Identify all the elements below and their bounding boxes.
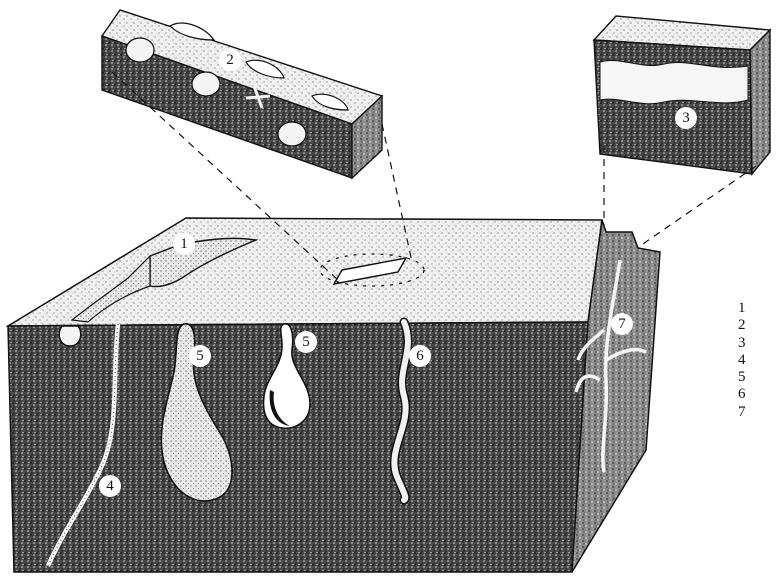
svg-text:7: 7 xyxy=(618,316,626,332)
callout-2: 2 xyxy=(219,49,241,71)
inset-surface-cavities xyxy=(102,10,382,178)
inset-crust-block xyxy=(594,16,770,174)
legend: 1 2 3 4 5 6 7 xyxy=(738,300,768,421)
callout-7: 7 xyxy=(611,313,633,335)
main-soil-block xyxy=(8,218,660,572)
legend-item: 1 xyxy=(738,300,768,317)
svg-text:2: 2 xyxy=(226,52,234,68)
callout-4: 4 xyxy=(99,475,121,497)
svg-text:5: 5 xyxy=(196,348,204,364)
callout-5-right: 5 xyxy=(295,331,317,353)
callout-5-left: 5 xyxy=(189,345,211,367)
legend-item: 6 xyxy=(738,386,768,403)
block-front-face xyxy=(8,322,588,572)
svg-text:3: 3 xyxy=(682,110,690,126)
legend-item: 3 xyxy=(738,335,768,352)
legend-item: 4 xyxy=(738,352,768,369)
legend-item: 2 xyxy=(738,317,768,334)
callout-6: 6 xyxy=(409,345,431,367)
svg-text:1: 1 xyxy=(180,236,188,252)
svg-text:6: 6 xyxy=(416,348,424,364)
svg-text:5: 5 xyxy=(302,334,310,350)
svg-text:4: 4 xyxy=(106,478,114,494)
legend-item: 7 xyxy=(738,404,768,421)
legend-item: 5 xyxy=(738,369,768,386)
callout-3: 3 xyxy=(675,107,697,129)
callout-1: 1 xyxy=(173,233,195,255)
